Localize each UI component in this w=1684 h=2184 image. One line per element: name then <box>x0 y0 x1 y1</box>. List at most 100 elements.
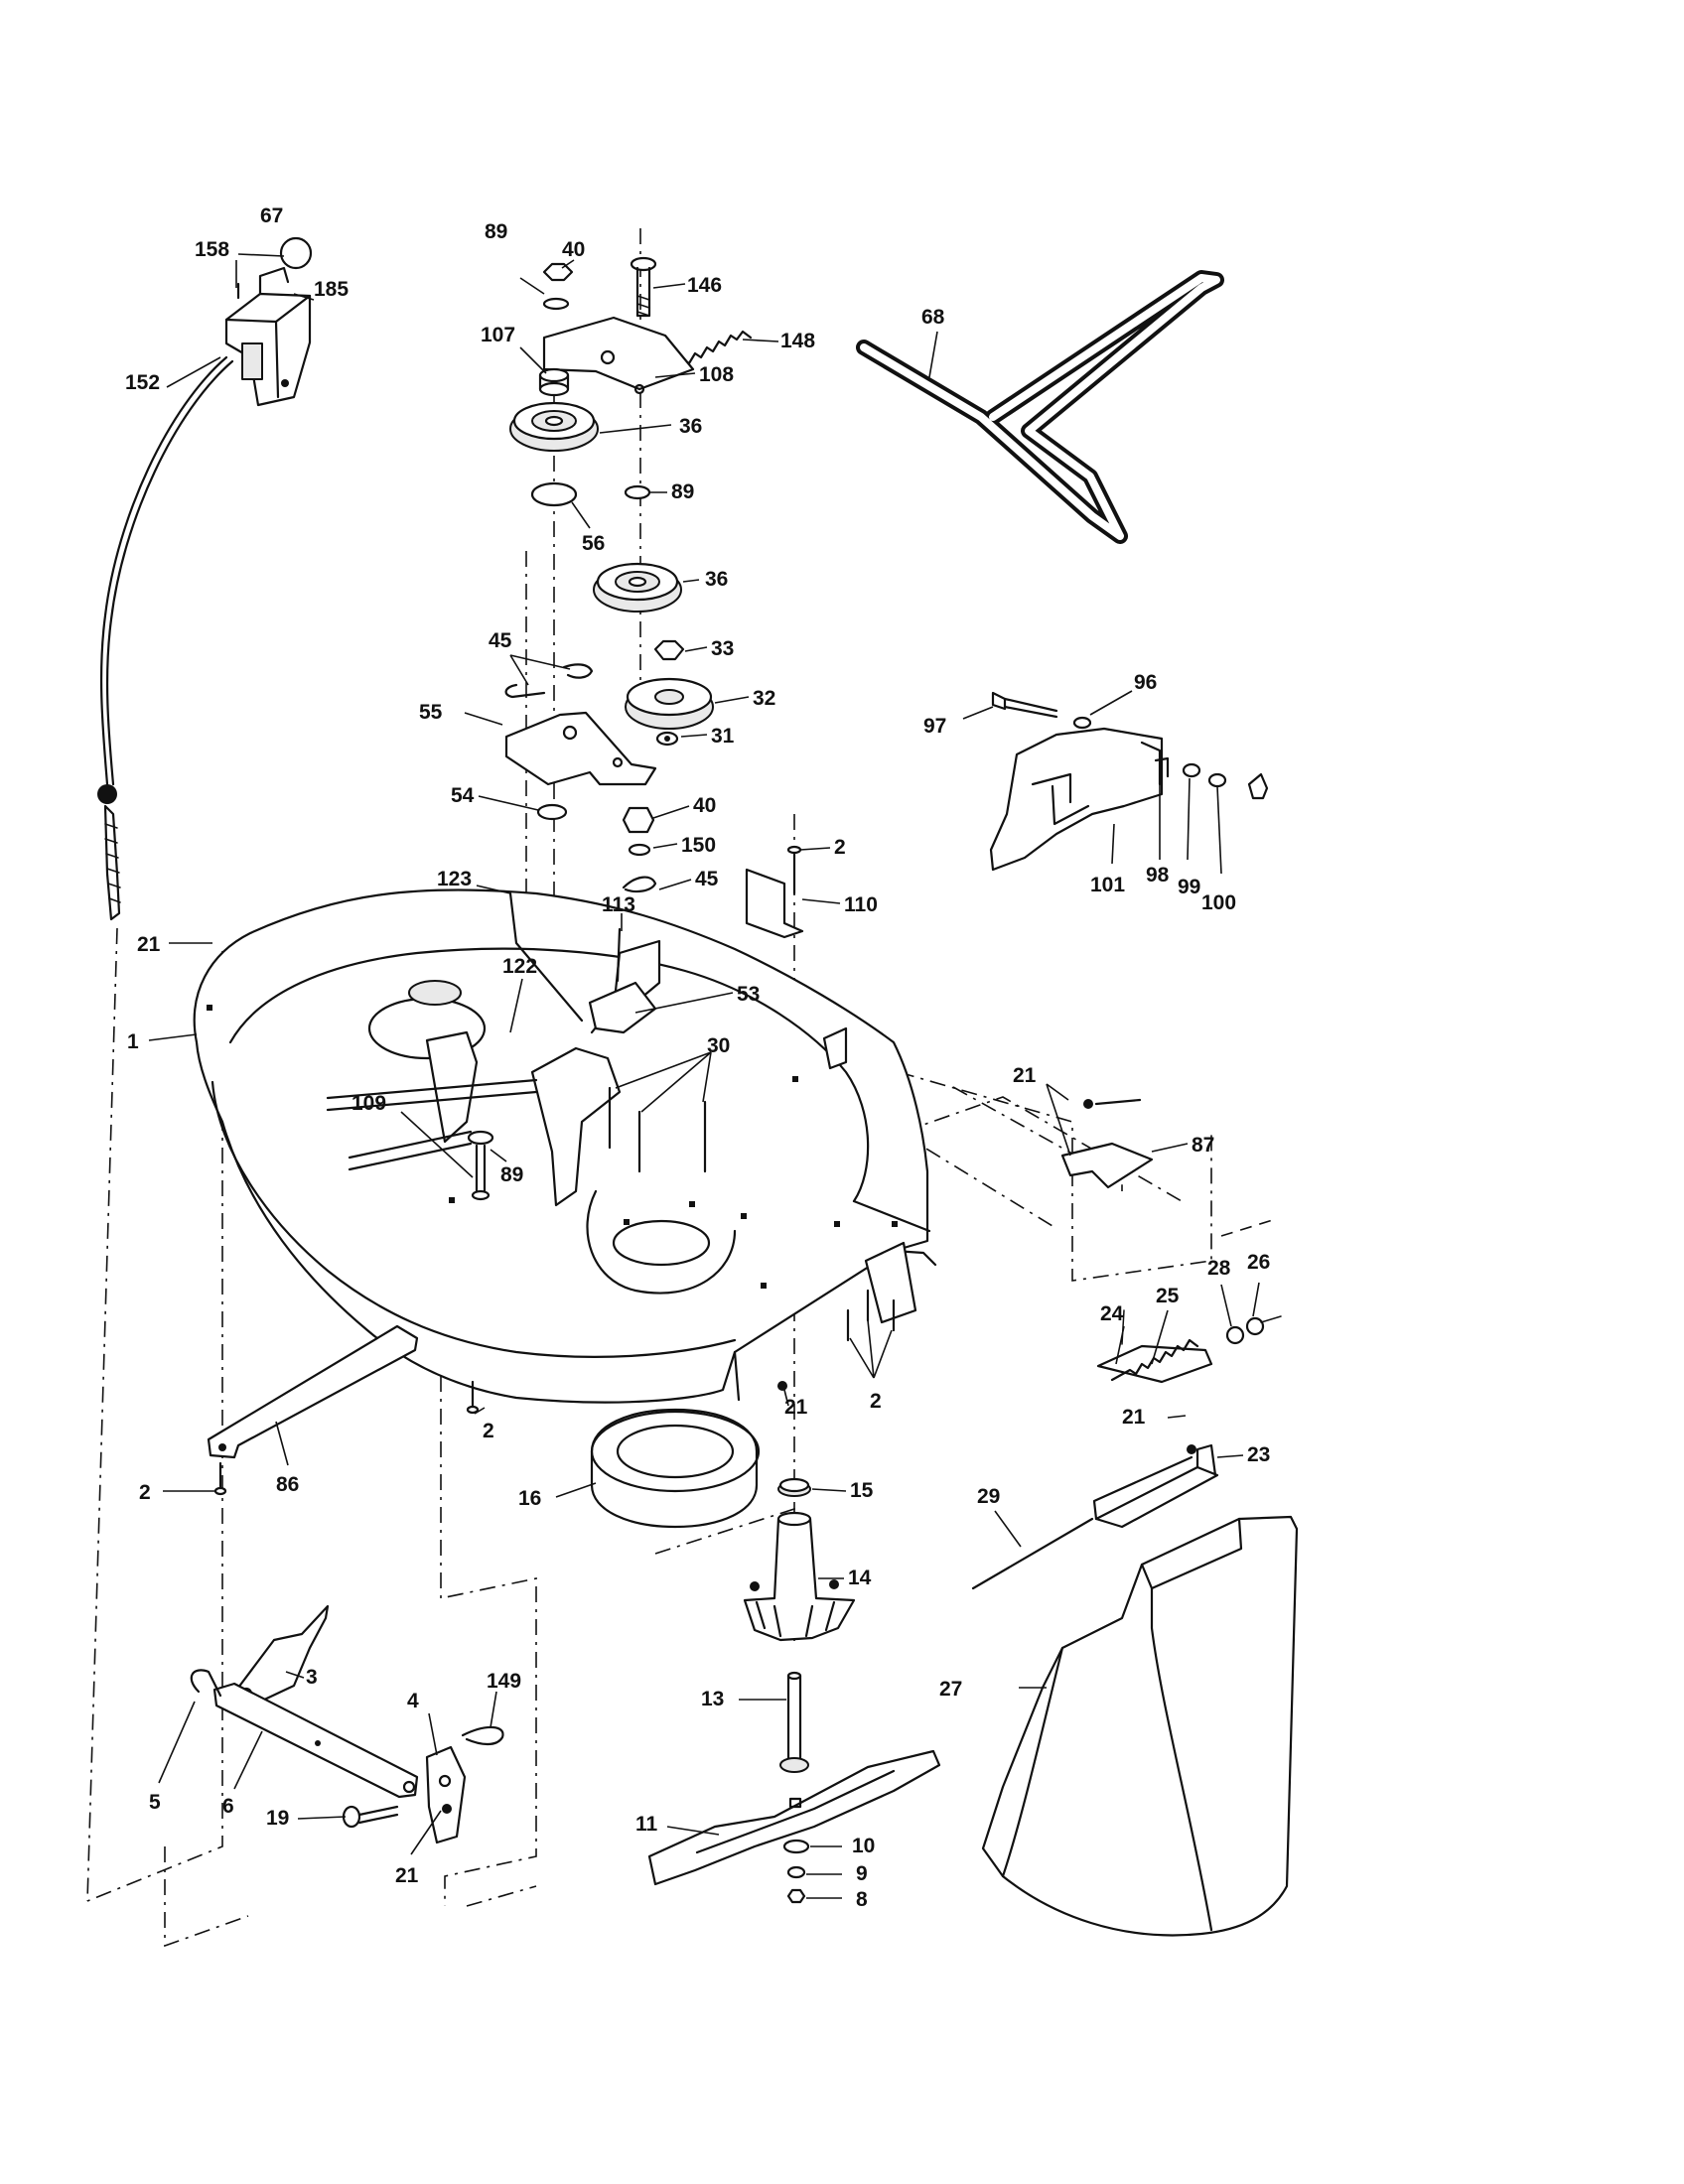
callout-26: 26 <box>1247 1251 1270 1274</box>
lower-nut-washer <box>622 806 655 857</box>
idler-hardware-stack <box>538 256 753 397</box>
spindle-spacer-ring <box>590 1408 761 1529</box>
callout-2: 2 <box>483 1420 494 1442</box>
callout-36: 36 <box>705 568 728 591</box>
callout-54: 54 <box>451 784 475 807</box>
callout-2: 2 <box>834 836 846 859</box>
callout-6: 6 <box>222 1795 234 1818</box>
knob <box>279 236 313 270</box>
callout-40: 40 <box>693 794 716 817</box>
stabilizer-bar <box>207 1324 419 1496</box>
callout-2: 2 <box>139 1481 151 1504</box>
part-callouts: 67 158 185 152 89 40 146 107 148 108 36 … <box>125 205 1270 1911</box>
control-cable <box>97 355 234 921</box>
callout-146: 146 <box>687 274 722 297</box>
bolt-2-under-deck <box>466 1380 480 1415</box>
rod-29 <box>971 1517 1094 1590</box>
callout-97: 97 <box>923 715 946 738</box>
bolt-109 <box>467 1130 494 1201</box>
callout-158: 158 <box>195 238 229 261</box>
callout-36: 36 <box>679 415 702 438</box>
callout-1: 1 <box>127 1030 139 1053</box>
washer-56 <box>530 481 578 507</box>
v-belt <box>856 270 1224 544</box>
callout-68: 68 <box>921 306 945 329</box>
washer-89-mid <box>624 484 651 500</box>
callout-40: 40 <box>562 238 585 261</box>
callout-45: 45 <box>489 629 512 652</box>
bolt-19 <box>342 1805 399 1829</box>
callout-24: 24 <box>1100 1302 1124 1325</box>
mower-blade <box>647 1749 941 1886</box>
leader-lines <box>148 253 1260 1899</box>
washer-54 <box>536 803 568 821</box>
spindle-shaft <box>779 1671 809 1773</box>
callout-109: 109 <box>351 1092 386 1115</box>
callout-33: 33 <box>711 637 734 660</box>
callout-185: 185 <box>314 278 349 301</box>
callout-21: 21 <box>395 1864 419 1887</box>
idler-pulley-lower <box>593 562 682 613</box>
callout-96: 96 <box>1134 671 1157 694</box>
callout-31: 31 <box>711 725 735 748</box>
callout-108: 108 <box>699 363 734 386</box>
callout-152: 152 <box>125 371 160 394</box>
callout-53: 53 <box>737 983 760 1006</box>
idler-bracket <box>504 711 657 786</box>
callout-30: 30 <box>707 1034 730 1057</box>
callout-19: 19 <box>266 1807 289 1830</box>
mower-deck-housing <box>193 888 937 1404</box>
callout-3: 3 <box>306 1666 318 1689</box>
callout-21: 21 <box>1122 1406 1146 1429</box>
callout-86: 86 <box>276 1473 299 1496</box>
blade-hardware <box>782 1839 810 1904</box>
hairpin-149 <box>461 1725 504 1746</box>
callout-16: 16 <box>518 1487 541 1510</box>
callout-100: 100 <box>1201 891 1236 914</box>
callout-23: 23 <box>1247 1443 1270 1466</box>
callout-107: 107 <box>481 324 515 346</box>
lift-bracket-4 <box>425 1745 467 1844</box>
nut-26 <box>1245 1316 1265 1336</box>
callout-87: 87 <box>1192 1134 1214 1157</box>
callout-21: 21 <box>137 933 161 956</box>
callout-67: 67 <box>260 205 283 227</box>
callout-11: 11 <box>635 1813 658 1836</box>
cable-control-bracket <box>224 266 312 407</box>
hairpin-5 <box>190 1669 222 1698</box>
callout-5: 5 <box>149 1791 161 1814</box>
callout-149: 149 <box>487 1670 521 1693</box>
drive-pulley-group <box>625 639 714 747</box>
blade-spindle <box>743 1477 856 1642</box>
hairpin-clip-lower <box>622 876 657 893</box>
hairpin-clips-upper <box>504 663 594 699</box>
callout-122: 122 <box>502 955 537 978</box>
callout-45: 45 <box>695 868 719 890</box>
anti-scalp-bracket <box>1092 1309 1219 1529</box>
callout-21: 21 <box>784 1396 808 1419</box>
callout-110: 110 <box>844 893 878 916</box>
bolts-2-right <box>846 1289 896 1342</box>
callout-113: 113 <box>602 893 635 916</box>
callout-28: 28 <box>1207 1257 1231 1280</box>
bracket-plate-110 <box>745 845 804 939</box>
callout-56: 56 <box>582 532 605 555</box>
callout-98: 98 <box>1146 864 1170 887</box>
spring-pin <box>1260 1315 1282 1323</box>
callout-148: 148 <box>780 330 815 352</box>
callout-4: 4 <box>407 1690 419 1712</box>
callout-123: 123 <box>437 868 472 890</box>
callout-2: 2 <box>870 1390 882 1413</box>
callout-25: 25 <box>1156 1285 1180 1307</box>
callout-89: 89 <box>485 220 507 243</box>
callout-32: 32 <box>753 687 775 710</box>
discharge-chute <box>981 1515 1299 1937</box>
callout-99: 99 <box>1178 876 1200 898</box>
callout-10: 10 <box>852 1835 875 1857</box>
callout-13: 13 <box>701 1688 724 1710</box>
callout-8: 8 <box>856 1888 868 1911</box>
callout-14: 14 <box>848 1567 872 1589</box>
callout-21: 21 <box>1013 1064 1037 1087</box>
callout-15: 15 <box>850 1479 874 1502</box>
washer-28 <box>1225 1325 1245 1345</box>
